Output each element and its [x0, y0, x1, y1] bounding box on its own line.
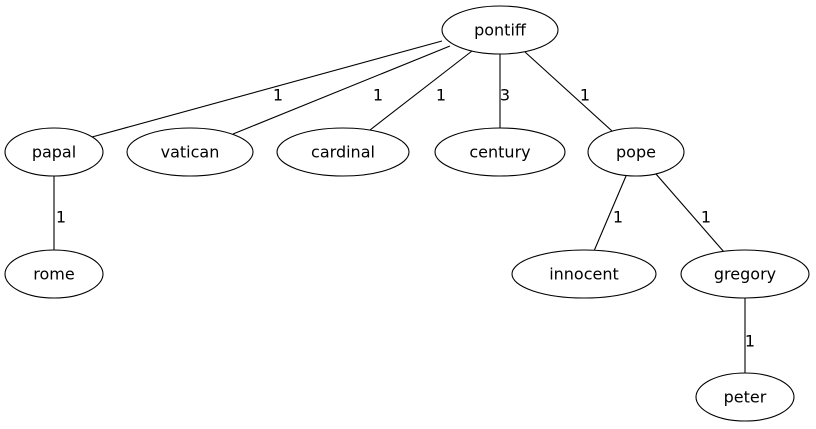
node-ellipse-papal [4, 127, 104, 177]
node-ellipse-vatican [126, 127, 254, 177]
edge-labels-layer: 1 1 1 3 1 1 1 1 1 [56, 86, 755, 351]
node-ellipse-peter [695, 372, 795, 422]
edge-weight-pontiff-cardinal: 1 [436, 86, 446, 105]
edge-weight-papal-rome: 1 [56, 208, 66, 227]
node-label-papal: papal [32, 143, 76, 162]
node-innocent: innocent [511, 249, 657, 299]
edge-weight-pontiff-century: 3 [500, 86, 510, 105]
edge-weight-pope-innocent: 1 [613, 208, 623, 227]
edge-pontiff-vatican [232, 45, 451, 135]
node-label-pope: pope [616, 143, 656, 162]
node-label-gregory: gregory [714, 265, 776, 284]
node-rome: rome [4, 249, 104, 299]
node-label-rome: rome [33, 265, 74, 284]
node-label-pontiff: pontiff [474, 21, 527, 40]
node-ellipse-gregory [680, 249, 810, 299]
edge-weight-pontiff-vatican: 1 [373, 86, 383, 105]
node-gregory: gregory [680, 249, 810, 299]
node-ellipse-pope [587, 127, 685, 177]
node-cardinal: cardinal [276, 127, 410, 177]
edge-weight-pope-gregory: 1 [701, 208, 711, 227]
node-label-innocent: innocent [549, 265, 619, 284]
node-ellipse-century [434, 127, 566, 177]
node-century: century [434, 127, 566, 177]
node-papal: papal [4, 127, 104, 177]
node-label-century: century [469, 143, 530, 162]
edge-weight-gregory-peter: 1 [745, 332, 755, 351]
node-ellipse-cardinal [276, 127, 410, 177]
edge-weight-pontiff-papal: 1 [273, 86, 283, 105]
edge-pope-gregory [655, 173, 725, 253]
node-label-cardinal: cardinal [311, 143, 375, 162]
node-ellipse-pontiff [441, 5, 559, 55]
node-vatican: vatican [126, 127, 254, 177]
edge-pontiff-cardinal [369, 50, 473, 131]
nodes-layer: pontiff papal vatican cardinal century pope ro… [4, 5, 810, 422]
node-pope: pope [587, 127, 685, 177]
node-peter: peter [695, 372, 795, 422]
node-ellipse-innocent [511, 249, 657, 299]
edge-pontiff-pope [524, 51, 613, 132]
node-label-peter: peter [724, 388, 767, 407]
edge-weight-pontiff-pope: 1 [580, 86, 590, 105]
edge-pontiff-papal [91, 40, 443, 138]
node-label-vatican: vatican [161, 143, 220, 162]
node-pontiff: pontiff [441, 5, 559, 55]
edge-pope-innocent [593, 175, 627, 252]
edges-layer [53, 40, 746, 373]
node-ellipse-rome [4, 249, 104, 299]
